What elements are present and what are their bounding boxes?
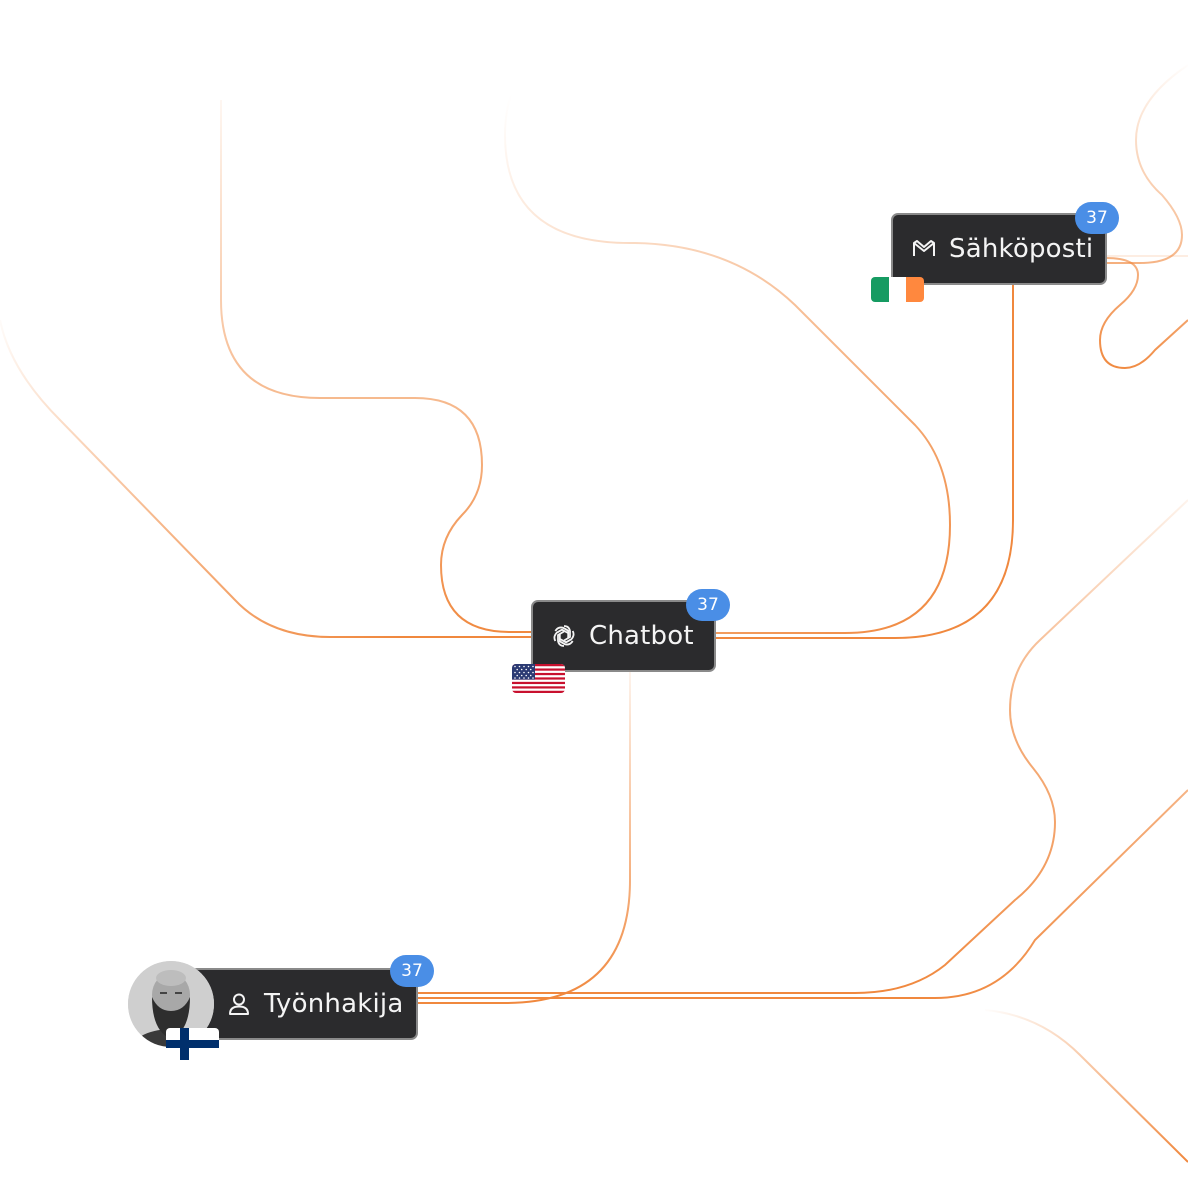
usa-flag: [512, 664, 565, 693]
openai-icon: [551, 623, 577, 649]
node-sahkoposti[interactable]: Sähköposti: [891, 213, 1107, 285]
count-badge: 37: [390, 955, 434, 987]
node-chatbot[interactable]: Chatbot: [531, 600, 716, 672]
user-icon: [226, 991, 252, 1017]
gmail-icon: [911, 236, 937, 262]
finland-flag: [166, 1028, 219, 1060]
node-tyonhakija[interactable]: Työnhakija: [190, 968, 418, 1040]
ireland-flag: [871, 277, 924, 302]
node-label: Sähköposti: [949, 234, 1094, 264]
count-badge: 37: [686, 589, 730, 621]
count-badge: 37: [1075, 202, 1119, 234]
node-label: Työnhakija: [264, 989, 404, 1019]
node-label: Chatbot: [589, 621, 694, 651]
